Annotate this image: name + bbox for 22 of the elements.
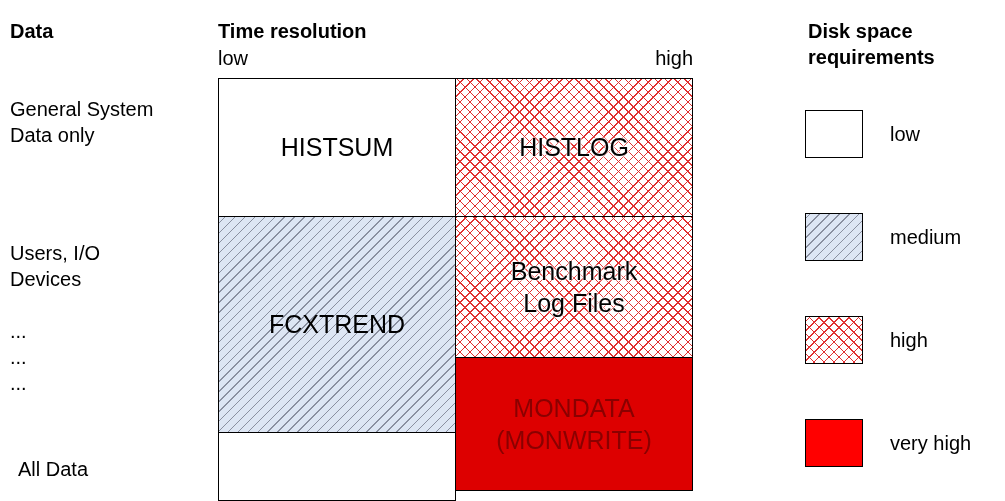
grid-cell [218, 216, 456, 433]
cell-label: FCXTREND [268, 309, 406, 341]
row-label: General System Data only [10, 97, 155, 148]
grid-cell [218, 78, 456, 217]
axis-label: high [655, 46, 693, 71]
axis-heading: Time resolution [218, 19, 367, 44]
grid-cell [455, 216, 693, 358]
cell-label: MONDATA (MONWRITE) [495, 392, 653, 456]
legend-label: very high [890, 431, 972, 456]
legend-label: high [890, 328, 928, 353]
row-label: Users, I/O Devices [10, 241, 101, 292]
cell-label: HISTSUM [280, 132, 394, 164]
axis-label: low [218, 46, 248, 71]
legend-heading: Disk space requirements [808, 19, 936, 70]
column-heading: Data [10, 19, 54, 44]
row-label: All Data [18, 457, 89, 482]
empty-grid-cell [218, 432, 456, 501]
legend-label: low [890, 122, 920, 147]
grid-cell [455, 357, 693, 491]
legend-label: medium [890, 225, 962, 250]
row-label: ... ... ... [10, 319, 28, 396]
grid-cell [455, 78, 693, 217]
